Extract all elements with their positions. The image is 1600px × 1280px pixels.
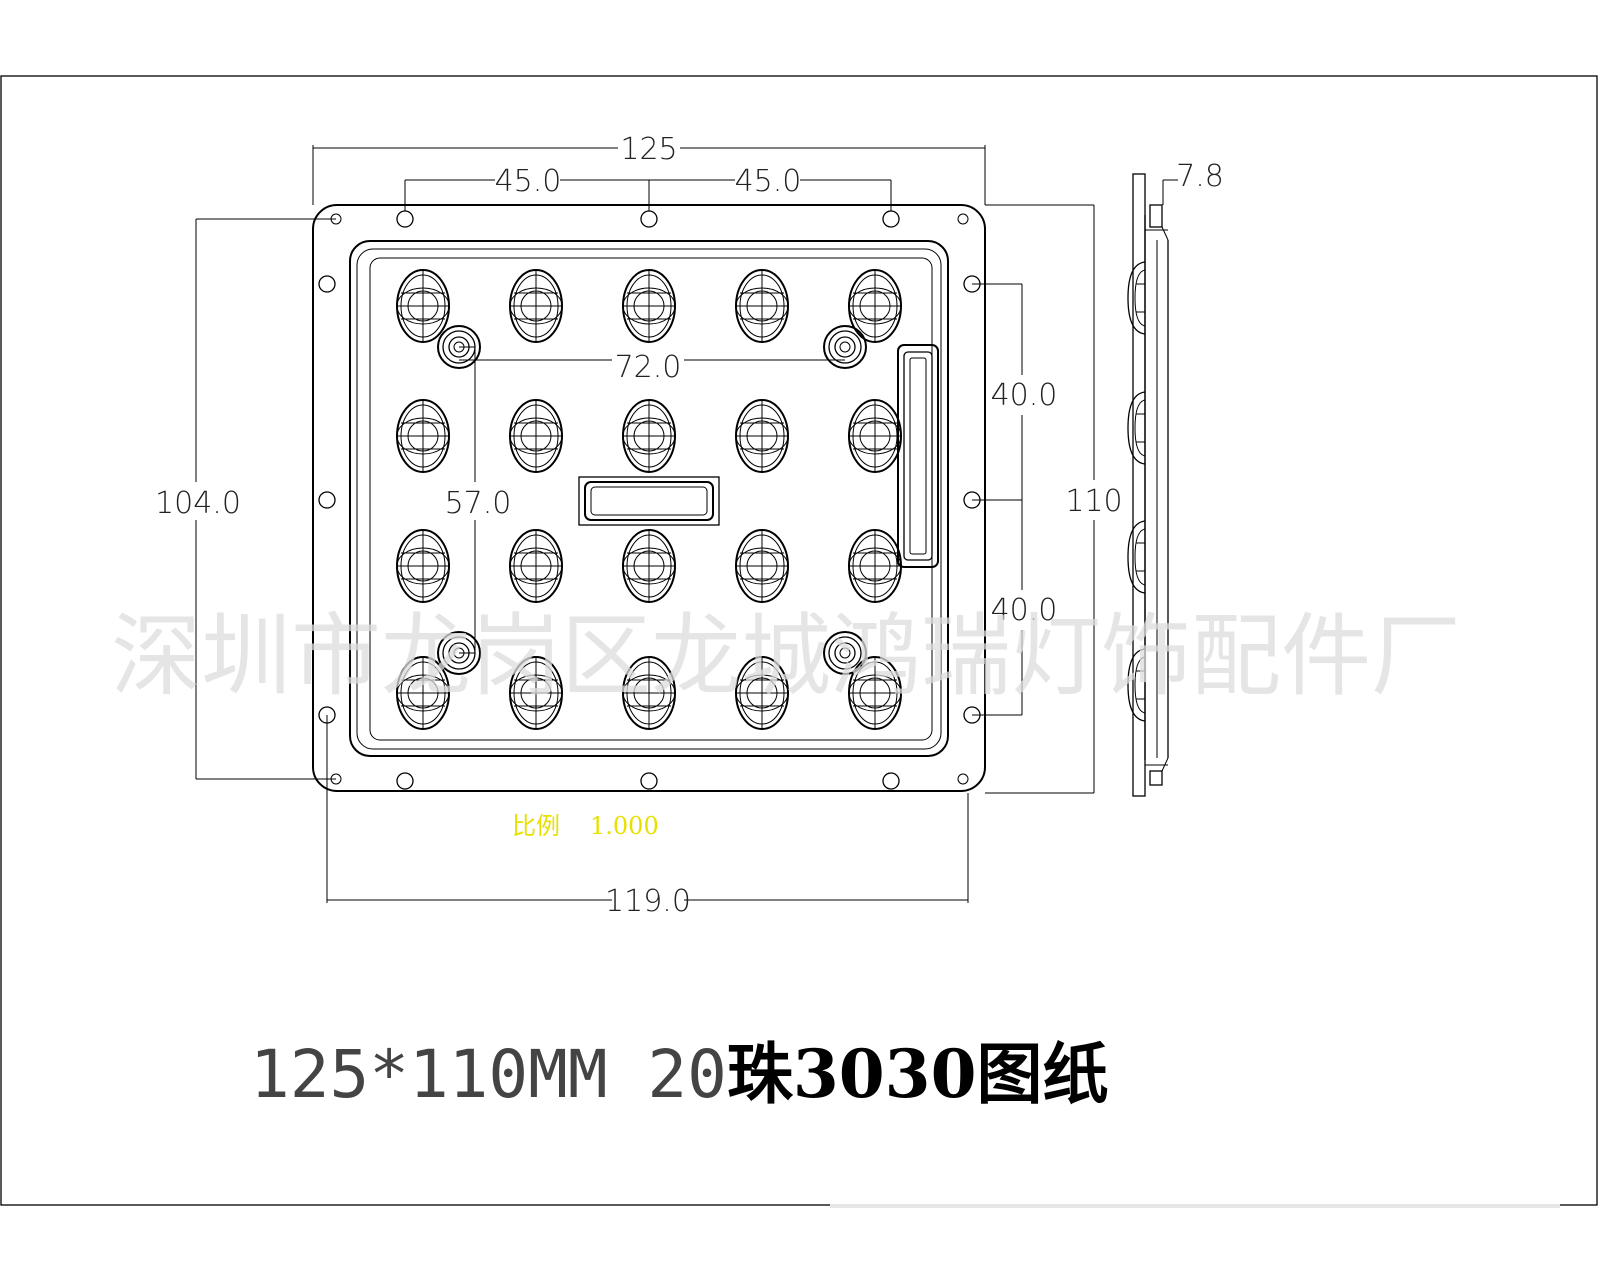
side-lens-profile (1127, 520, 1146, 594)
lens (622, 656, 676, 730)
watermark-text: 深圳市龙岗区龙城鸿瑞灯饰配件厂 (111, 604, 1461, 709)
lens (622, 269, 676, 343)
lens (396, 656, 450, 730)
dim-left-height: 104.0 (155, 486, 241, 521)
dimension-lines (195, 145, 1095, 903)
side-view (1127, 173, 1178, 797)
dim-right-spacing: 45.0 (735, 164, 802, 199)
lens (396, 269, 450, 343)
outer-plate-inner-edge (349, 240, 949, 757)
lens (622, 399, 676, 473)
dim-right-upper: 40.0 (991, 378, 1058, 413)
mounting-bosses (437, 325, 867, 675)
scale-value: 1.000 (590, 812, 659, 840)
lens (735, 656, 789, 730)
dim-right-lower: 40.0 (991, 593, 1058, 628)
dim-side-thickness: 7.8 (1176, 159, 1224, 194)
lens (735, 399, 789, 473)
side-slot (897, 344, 939, 568)
lens (509, 269, 563, 343)
drawing-frame (0, 75, 1598, 1206)
dim-mount-hole-h: 72.0 (615, 350, 682, 385)
scale-label: 比例 (512, 812, 560, 840)
lens (848, 656, 902, 730)
center-slot (578, 476, 720, 526)
lens (735, 529, 789, 603)
side-lens-profile (1127, 261, 1146, 335)
dim-bottom-width: 119.0 (605, 884, 691, 919)
title-suffix: 珠3030图纸 (727, 1035, 1109, 1113)
dim-overall-height: 110 (1065, 484, 1122, 519)
side-lens-profile (1127, 648, 1146, 722)
side-lens-profile (1127, 391, 1146, 465)
lens (735, 269, 789, 343)
lens (622, 529, 676, 603)
lens (396, 399, 450, 473)
lens (848, 399, 902, 473)
corner-holes (330, 213, 969, 785)
inner-recess (356, 248, 942, 750)
lens (396, 529, 450, 603)
dim-left-spacing: 45.0 (495, 164, 562, 199)
lens (509, 399, 563, 473)
lens (509, 529, 563, 603)
lens (848, 269, 902, 343)
lens (848, 529, 902, 603)
dim-mount-hole-v: 57.0 (445, 486, 512, 521)
lens-array (396, 269, 902, 730)
drawing-title: 125*110MM 20珠3030图纸 (250, 1035, 1109, 1113)
dim-overall-width: 125 (620, 132, 677, 167)
lens (509, 656, 563, 730)
bottom-strip (830, 1204, 1560, 1208)
title-prefix: 125*110MM 20 (250, 1036, 727, 1113)
